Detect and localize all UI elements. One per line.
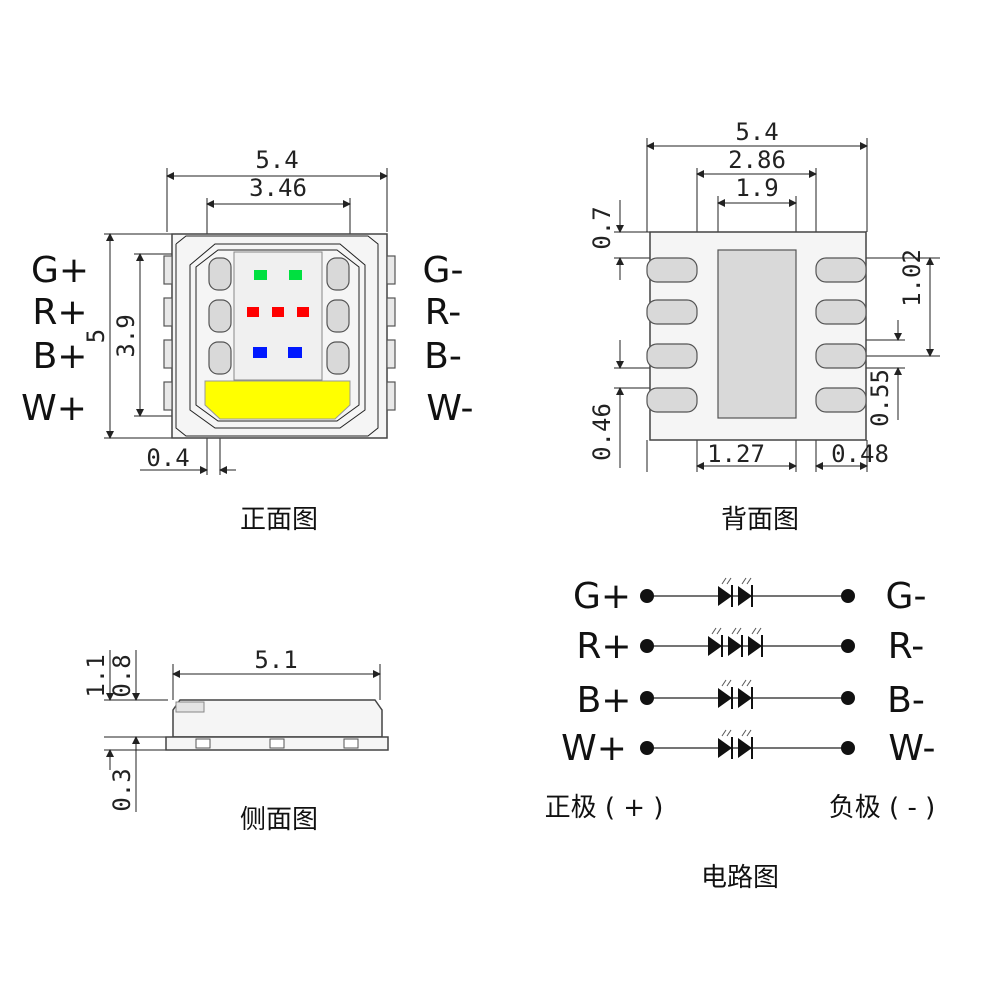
circuit-right-label-3: B- <box>887 680 925 721</box>
circuit-left-label-4: W+ <box>561 728 627 769</box>
circuit-diagram <box>640 577 855 759</box>
side-base-height-dim: 0.3 <box>108 768 136 811</box>
red-chip-3 <box>297 307 309 317</box>
front-pin-left-1: G+ <box>31 250 89 291</box>
circuit-left-label-1: G+ <box>573 576 631 617</box>
diode-symbol <box>718 577 733 607</box>
back-pad-gap-dim: 0.55 <box>866 369 894 427</box>
front-pin-left-3: B+ <box>33 336 88 377</box>
back-pitch-dim: 1.02 <box>898 249 926 307</box>
front-view-caption: 正面图 <box>240 505 318 535</box>
side-view: 5.1 1.1 0.8 0.3 侧面图 <box>82 646 389 835</box>
diode-symbol <box>708 627 723 657</box>
front-inner-height-dim: 3.9 <box>112 314 140 357</box>
diode-symbol <box>718 679 733 709</box>
back-pad-span-dim: 2.86 <box>728 146 786 174</box>
back-view: 5.4 2.86 1.9 0.7 0.46 1.02 0.55 <box>588 118 940 535</box>
circuit-left-label-3: B+ <box>577 680 632 721</box>
diode-symbol <box>748 627 763 657</box>
back-bottom-right-dim: 0.48 <box>831 440 889 468</box>
green-chip-1 <box>254 270 267 280</box>
blue-chip-2 <box>288 347 302 358</box>
cathode-terminal <box>841 589 855 603</box>
front-pin-right-3: B- <box>424 336 462 377</box>
cathode-terminal <box>841 639 855 653</box>
anode-terminal <box>640 589 654 603</box>
diode-symbol <box>738 577 753 607</box>
front-edge-dim: 0.4 <box>146 444 189 472</box>
front-pin-right-2: R- <box>425 292 462 333</box>
white-phosphor-area <box>204 380 351 420</box>
side-width-dim: 5.1 <box>254 646 297 674</box>
positive-label: 正极 ( + ) <box>545 793 664 823</box>
front-pin-right-4: W- <box>426 388 473 429</box>
anode-terminal <box>640 741 654 755</box>
anode-terminal <box>640 691 654 705</box>
cathode-terminal <box>841 741 855 755</box>
blue-chip-1 <box>253 347 267 358</box>
diode-symbol <box>728 627 743 657</box>
side-total-height-dim: 1.1 <box>82 654 110 697</box>
circuit-right-label-2: R- <box>888 626 925 667</box>
back-view-caption: 背面图 <box>721 505 799 535</box>
side-body-height-dim: 0.8 <box>108 654 136 697</box>
front-pin-left-2: R+ <box>32 292 87 333</box>
circuit-caption: 电路图 <box>701 863 779 893</box>
diode-symbol <box>738 729 753 759</box>
back-pad-height-dim: 0.46 <box>588 403 616 461</box>
front-pin-right-1: G- <box>423 250 464 291</box>
red-chip-1 <box>247 307 259 317</box>
cathode-terminal <box>841 691 855 705</box>
negative-label: 负极 ( - ) <box>829 793 935 823</box>
circuit-left-label-2: R+ <box>576 626 631 667</box>
circuit-right-label-1: G- <box>886 576 927 617</box>
side-view-caption: 侧面图 <box>240 805 318 835</box>
back-width-dim: 5.4 <box>735 118 778 146</box>
front-height-dim: 5 <box>82 329 110 343</box>
back-bottom-left-dim: 1.27 <box>707 440 765 468</box>
front-view: 5.4 3.46 5 3.9 0.4 <box>21 146 473 535</box>
anode-terminal <box>640 639 654 653</box>
back-center-pad-dim: 1.9 <box>735 174 778 202</box>
front-width-dim: 5.4 <box>255 146 298 174</box>
circuit-right-label-4: W- <box>888 728 935 769</box>
green-chip-2 <box>289 270 302 280</box>
diode-symbol <box>738 679 753 709</box>
front-inner-width-dim: 3.46 <box>249 174 307 202</box>
thermal-pad <box>717 249 797 419</box>
red-chip-2 <box>272 307 284 317</box>
front-pin-left-4: W+ <box>21 388 87 429</box>
back-top-offset-dim: 0.7 <box>588 206 616 249</box>
diode-symbol <box>718 729 733 759</box>
